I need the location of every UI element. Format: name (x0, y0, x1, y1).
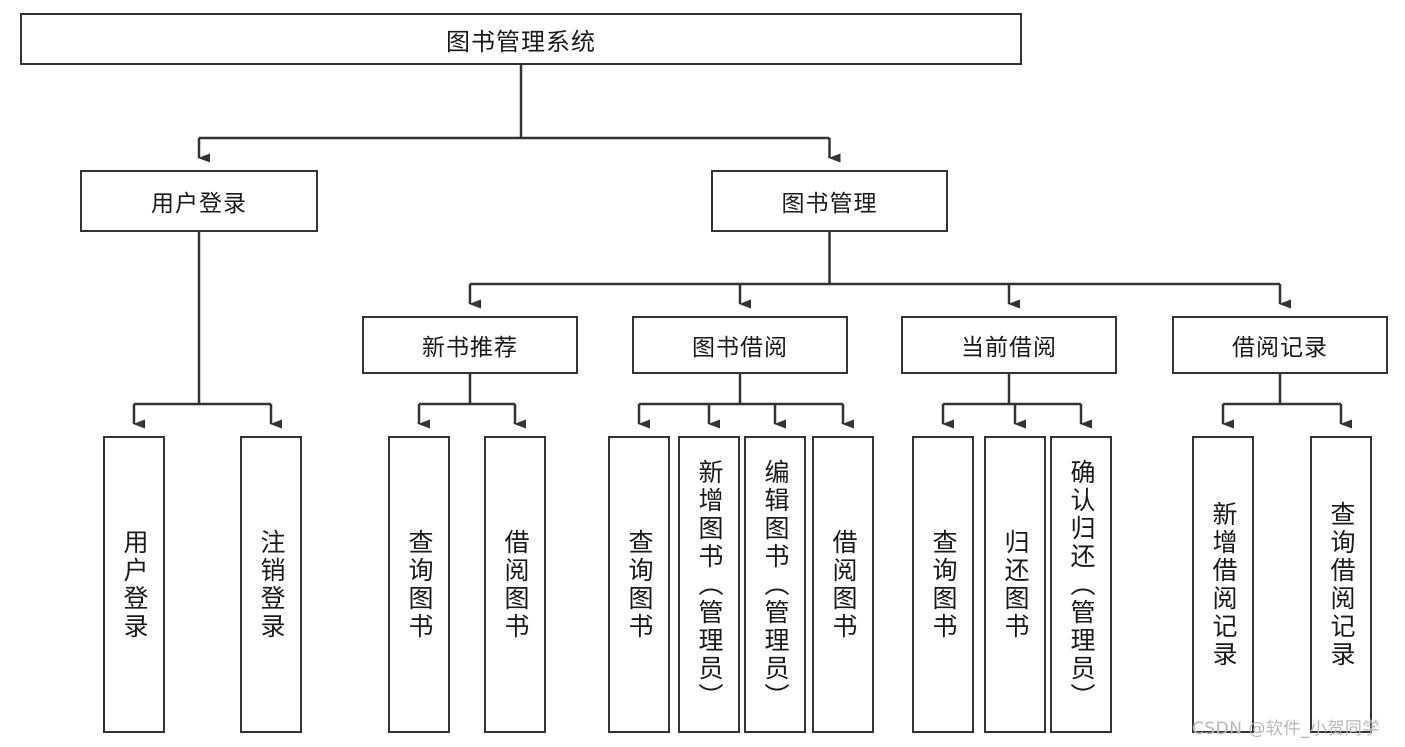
node-current-borrow[interactable]: 当前借阅 (901, 316, 1117, 374)
node-add-borrow-record[interactable]: 新增借阅记录 (1192, 436, 1254, 733)
node-book-manage[interactable]: 图书管理 (711, 170, 948, 232)
node-user-login-leaf-label: 用户登录 (120, 528, 149, 641)
node-logout-leaf[interactable]: 注销登录 (240, 436, 302, 733)
node-book-borrow[interactable]: 图书借阅 (632, 316, 848, 374)
node-edit-book-admin[interactable]: 编辑图书（管理员） (744, 436, 806, 733)
node-add-borrow-record-label: 新增借阅记录 (1209, 500, 1238, 669)
node-new-book-recommend-label: 新书推荐 (422, 335, 518, 361)
node-new-book-recommend[interactable]: 新书推荐 (362, 316, 578, 374)
node-root[interactable]: 图书管理系统 (20, 13, 1022, 65)
node-query-book-current-label: 查询图书 (929, 528, 958, 641)
node-book-borrow-label: 图书借阅 (692, 335, 788, 361)
node-query-book-current[interactable]: 查询图书 (912, 436, 974, 733)
node-logout-leaf-label: 注销登录 (257, 528, 286, 641)
node-confirm-return-admin[interactable]: 确认归还（管理员） (1050, 436, 1112, 733)
node-user-login-label: 用户登录 (151, 191, 247, 217)
node-query-borrow-record[interactable]: 查询借阅记录 (1310, 436, 1372, 733)
node-confirm-return-admin-label: 确认归还（管理员） (1067, 458, 1096, 711)
node-borrow-record-label: 借阅记录 (1232, 335, 1328, 361)
node-edit-book-admin-label: 编辑图书（管理员） (761, 458, 790, 711)
node-book-manage-label: 图书管理 (781, 191, 878, 217)
node-query-book-borrow-label: 查询图书 (625, 528, 654, 641)
node-query-book-borrow[interactable]: 查询图书 (608, 436, 670, 733)
node-borrow-book[interactable]: 借阅图书 (812, 436, 874, 733)
node-return-book[interactable]: 归还图书 (984, 436, 1046, 733)
node-add-book-admin-label: 新增图书（管理员） (695, 458, 724, 711)
node-query-book-recommend[interactable]: 查询图书 (388, 436, 450, 733)
node-return-book-label: 归还图书 (1001, 528, 1030, 641)
node-borrow-book-recommend-label: 借阅图书 (501, 528, 530, 641)
node-query-book-recommend-label: 查询图书 (405, 528, 434, 641)
node-current-borrow-label: 当前借阅 (961, 335, 1057, 361)
node-root-label: 图书管理系统 (446, 27, 596, 56)
node-add-book-admin[interactable]: 新增图书（管理员） (678, 436, 740, 733)
node-query-borrow-record-label: 查询借阅记录 (1327, 500, 1356, 669)
node-borrow-book-label: 借阅图书 (829, 528, 858, 641)
node-borrow-record[interactable]: 借阅记录 (1172, 316, 1388, 374)
node-user-login-leaf[interactable]: 用户登录 (103, 436, 165, 733)
node-user-login[interactable]: 用户登录 (80, 170, 318, 232)
node-borrow-book-recommend[interactable]: 借阅图书 (484, 436, 546, 733)
